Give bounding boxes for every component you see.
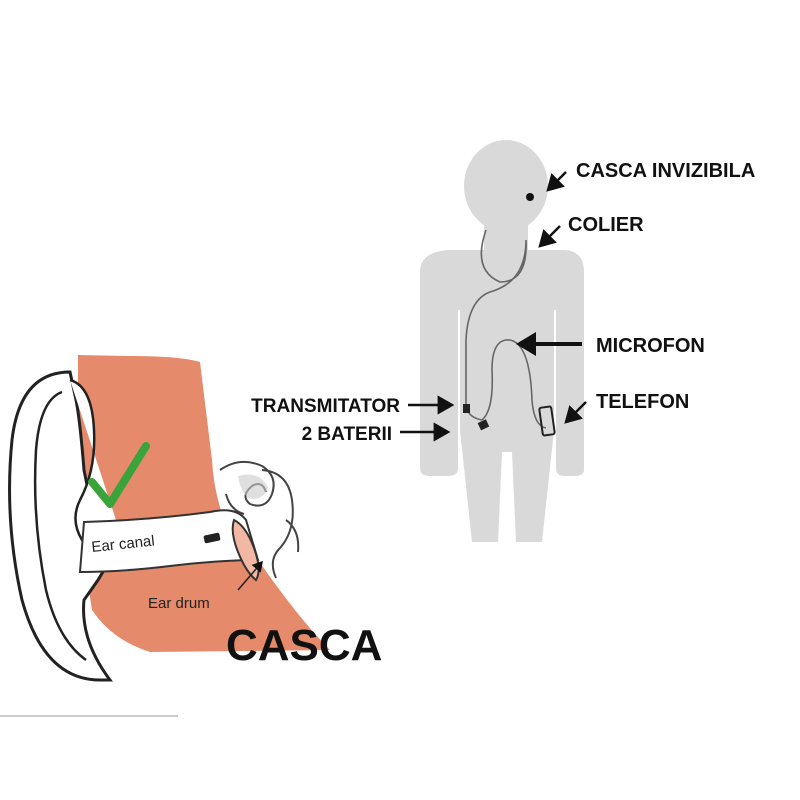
microphone-wire: [481, 339, 547, 429]
ear-pinna-inner: [33, 390, 87, 662]
caption: CASCA: [226, 621, 382, 670]
arrow-icon: [538, 225, 561, 248]
label-microphone: MICROFON: [596, 335, 705, 357]
head-shape: [464, 140, 548, 232]
inner-ear: [219, 460, 300, 579]
label-transmitter: TRANSMITATOR: [251, 396, 400, 417]
label-phone: TELEFON: [596, 391, 689, 413]
body-label-arrows: [400, 171, 587, 442]
phone-device: [538, 405, 556, 437]
label-earpiece: CASCA INVIZIBILA: [576, 160, 755, 182]
label-ear-drum: Ear drum: [148, 595, 210, 612]
batteries-device: [477, 419, 490, 431]
ear-tissue: [78, 355, 330, 652]
body-silhouette: [420, 140, 584, 542]
label-ear-canal: Ear canal: [91, 532, 156, 556]
label-batteries: 2 BATERII: [302, 424, 392, 445]
ear-cross-section: Ear canal Ear drum: [8, 355, 330, 682]
arrow-icon: [546, 171, 567, 192]
label-necklace: COLIER: [568, 214, 644, 236]
earpiece-in-canal: [203, 532, 221, 544]
check-icon: [88, 442, 150, 508]
arrow-icon: [564, 401, 587, 424]
transmitter-device: [463, 404, 470, 413]
inner-ear-shade: [238, 474, 268, 499]
torso-shape: [420, 250, 584, 542]
arrow-icon: [237, 560, 263, 591]
earpiece-dot: [526, 193, 534, 201]
